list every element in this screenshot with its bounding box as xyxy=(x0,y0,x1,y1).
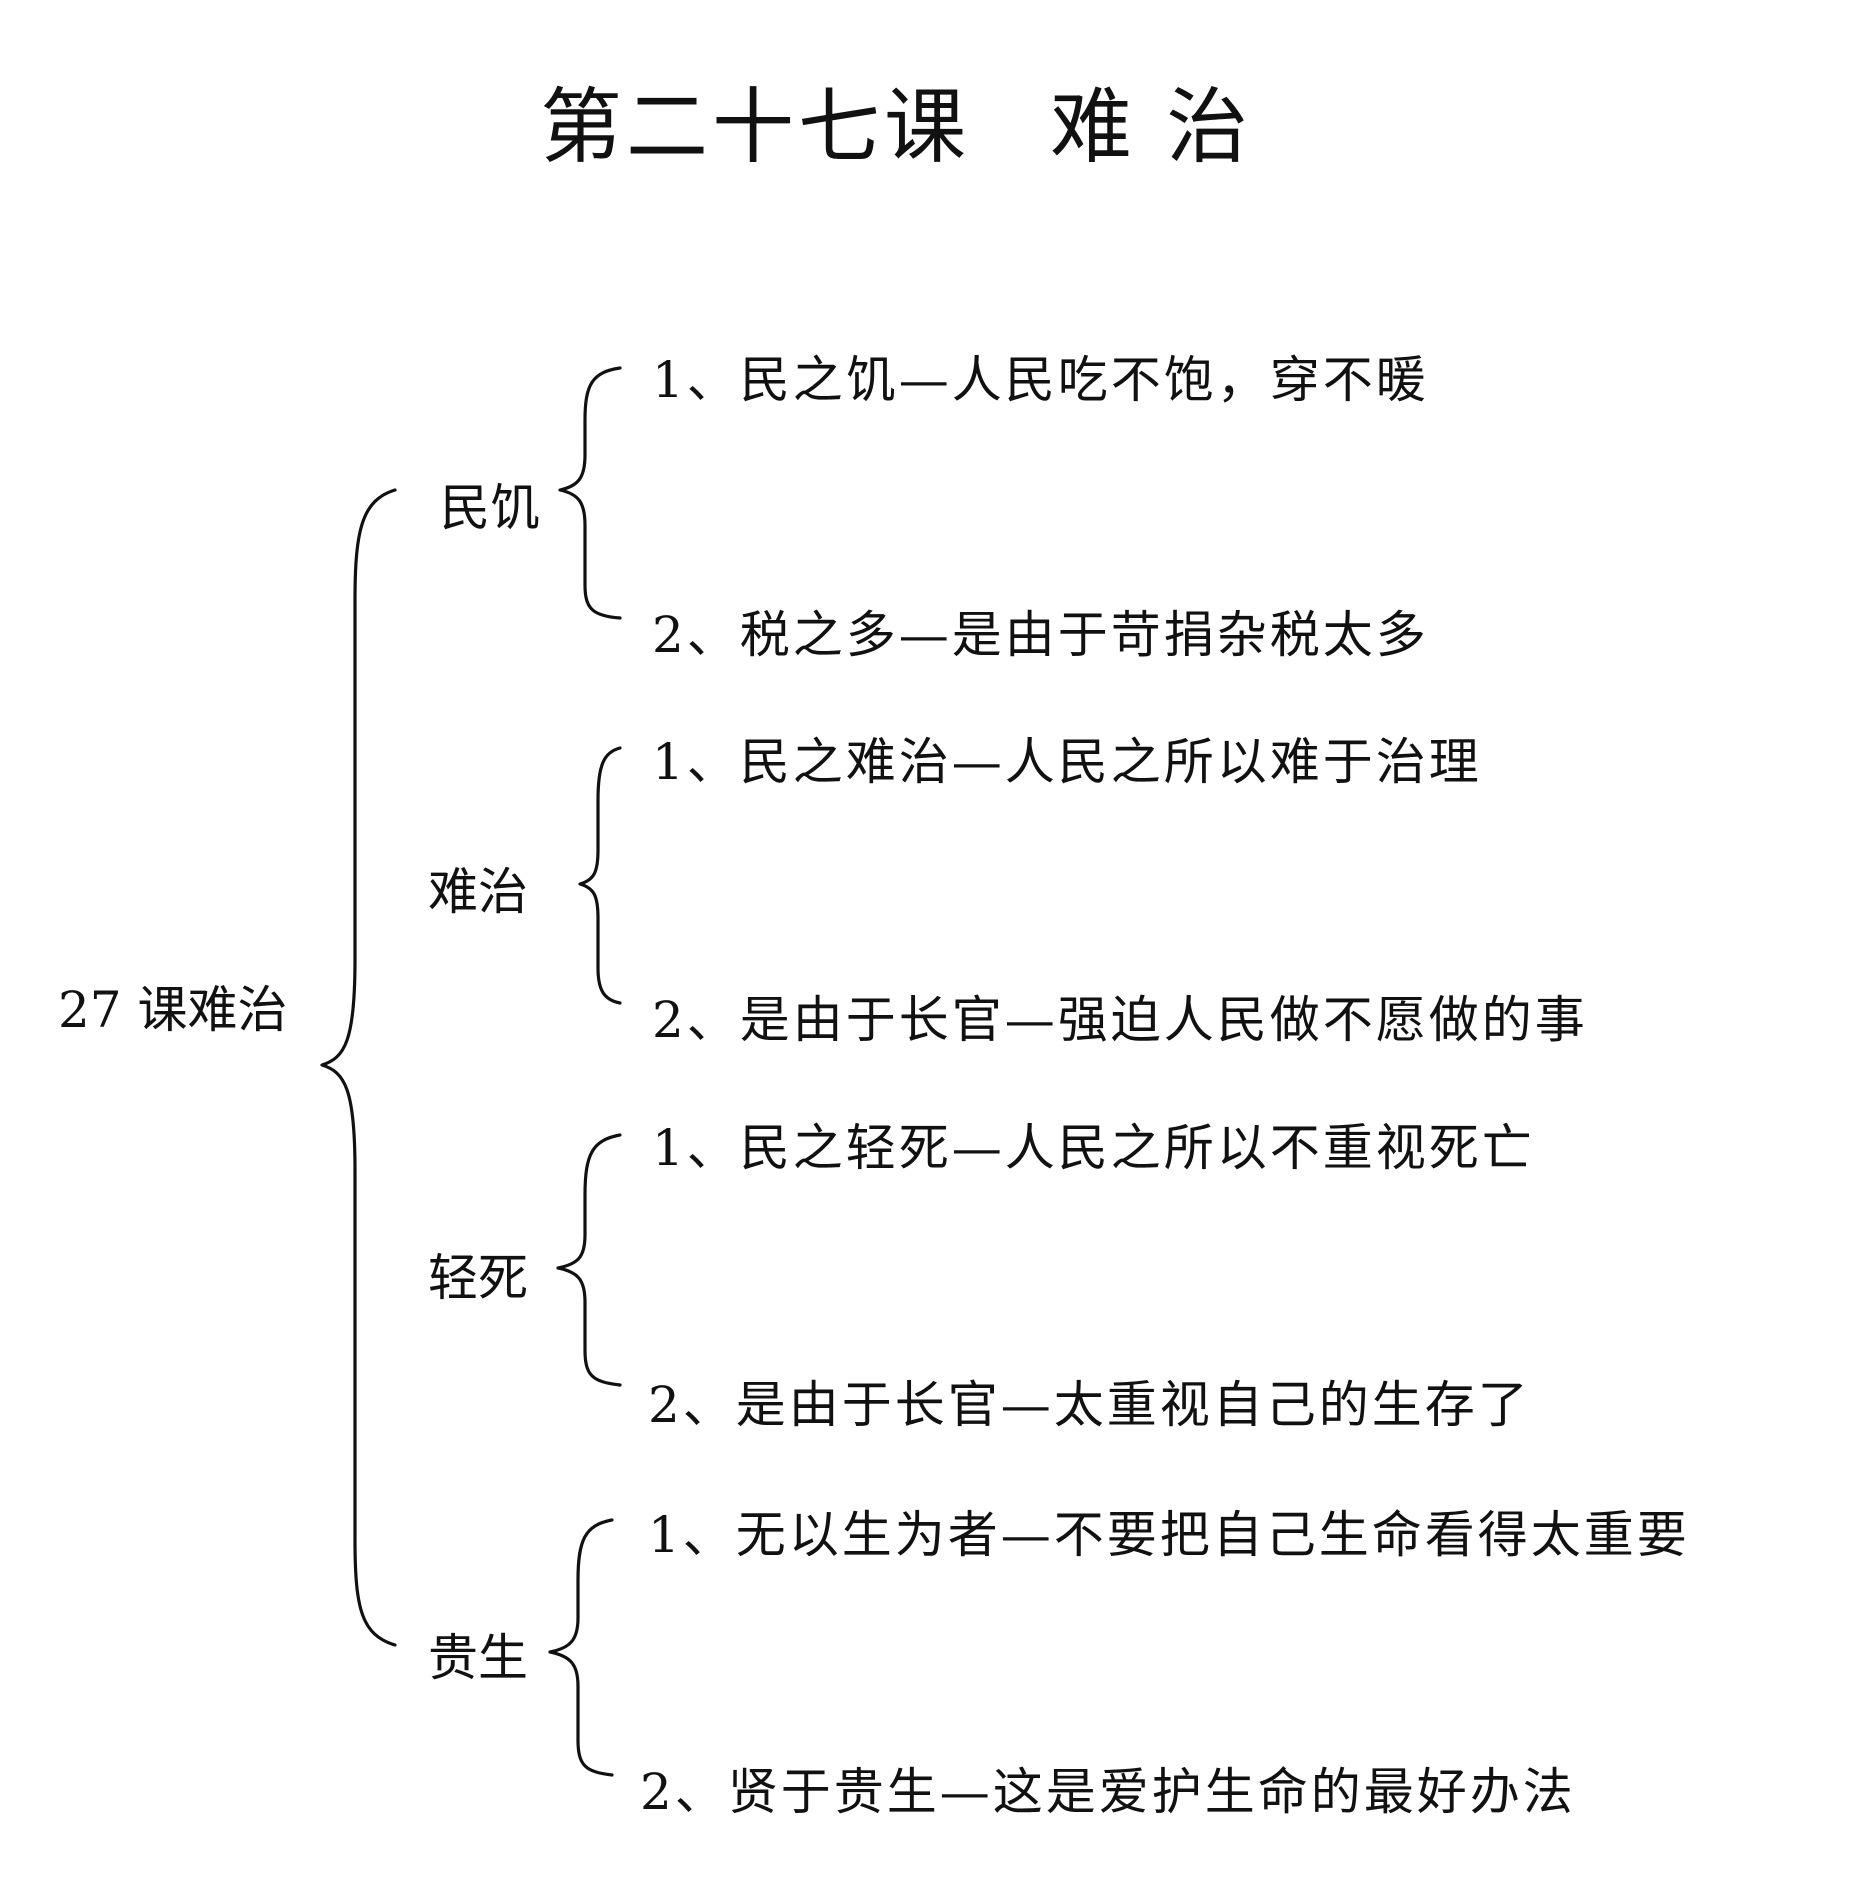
root-node: 27 课难治 xyxy=(58,981,288,1039)
leaf-item: 1、民之轻死—人民之所以不重视死亡 xyxy=(652,1119,1535,1177)
branch-brace-nanzhi xyxy=(578,746,622,1005)
leaf-item: 1、民之饥—人民吃不饱，穿不暖 xyxy=(652,351,1429,409)
branch-brace-guisheng xyxy=(548,1518,614,1777)
branch-brace-minji xyxy=(558,366,622,620)
title-topic: 难 治 xyxy=(1050,80,1253,175)
leaf-item: 1、民之难治—人民之所以难于治理 xyxy=(652,733,1482,791)
branch-label-qingsi: 轻死 xyxy=(428,1249,528,1307)
page-title: 第二十七课难 治 xyxy=(540,60,1252,179)
leaf-item: 1、无以生为者—不要把自己生命看得太重要 xyxy=(648,1506,1690,1564)
leaf-item: 2、税之多—是由于苛捐杂税太多 xyxy=(652,606,1429,664)
leaf-item: 2、是由于长官—太重视自己的生存了 xyxy=(648,1376,1531,1434)
branch-label-minji: 民饥 xyxy=(440,479,540,537)
leaf-item: 2、是由于长官—强迫人民做不愿做的事 xyxy=(652,991,1588,1049)
branch-label-guisheng: 贵生 xyxy=(428,1629,528,1687)
main-brace xyxy=(320,488,397,1647)
branch-label-nanzhi: 难治 xyxy=(428,863,528,921)
branch-brace-qingsi xyxy=(556,1133,622,1387)
leaf-item: 2、贤于贵生—这是爱护生命的最好办法 xyxy=(640,1763,1576,1821)
title-lesson: 第二十七课 xyxy=(540,80,971,175)
